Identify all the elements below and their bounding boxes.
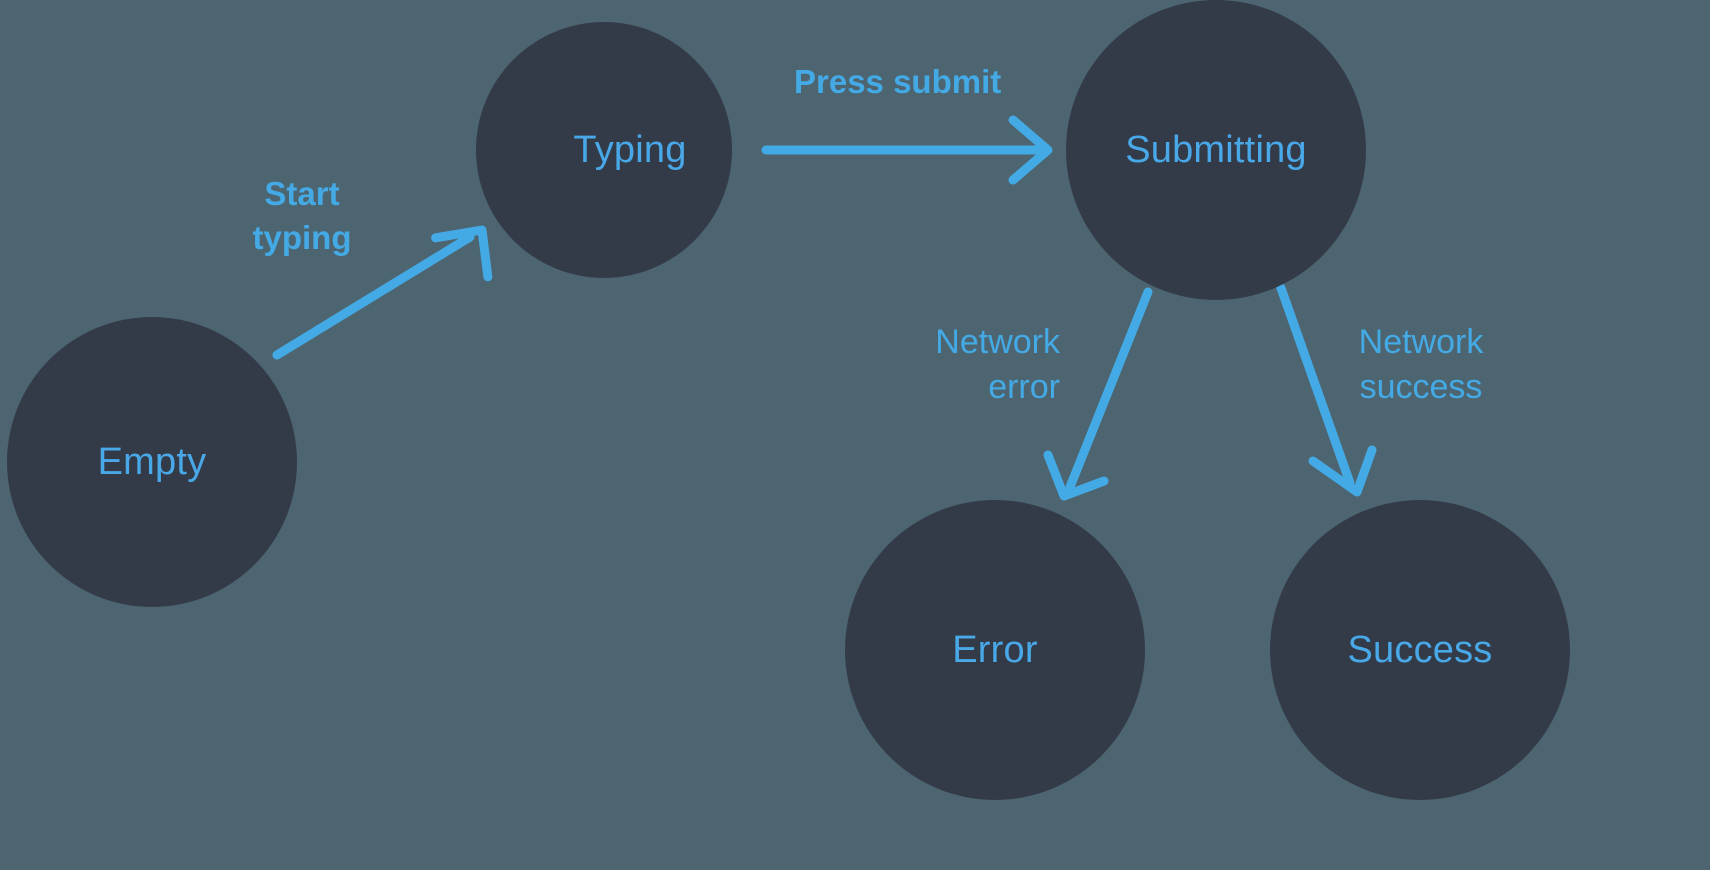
- state-node-empty[interactable]: Empty: [7, 317, 297, 607]
- edge-label-network-error: Network error: [935, 323, 1060, 406]
- arrowhead-empty-to-typing: [431, 225, 493, 282]
- arrowhead-submitting-to-success: [1308, 445, 1377, 497]
- state-node-typing[interactable]: Typing: [476, 22, 732, 278]
- state-node-success[interactable]: Success: [1270, 500, 1570, 800]
- arrowhead-submitting-to-error: [1043, 450, 1109, 501]
- edge-typing-to-submitting: [761, 115, 1053, 185]
- state-node-label-error: Error: [952, 628, 1038, 671]
- edge-label-press-submit: Press submit: [794, 63, 1002, 100]
- edge-submitting-to-success: [1276, 283, 1377, 497]
- state-node-submitting[interactable]: Submitting: [1066, 0, 1366, 300]
- edge-submitting-to-error: [1043, 287, 1153, 501]
- edge-line-submitting-to-error: [1065, 287, 1153, 492]
- state-node-label-empty: Empty: [97, 440, 207, 483]
- state-node-label-success: Success: [1347, 628, 1493, 671]
- edge-line-submitting-to-success: [1276, 283, 1355, 488]
- edge-line-empty-to-typing: [272, 232, 475, 360]
- state-node-label-typing: Typing: [573, 128, 687, 171]
- edge-empty-to-typing: [272, 225, 493, 360]
- state-node-error[interactable]: Error: [845, 500, 1145, 800]
- edge-label-start-typing: Start typing: [252, 175, 352, 256]
- arrowhead-typing-to-submitting: [1008, 115, 1053, 185]
- edge-label-network-success: Network success: [1358, 323, 1484, 406]
- state-node-label-submitting: Submitting: [1125, 128, 1307, 171]
